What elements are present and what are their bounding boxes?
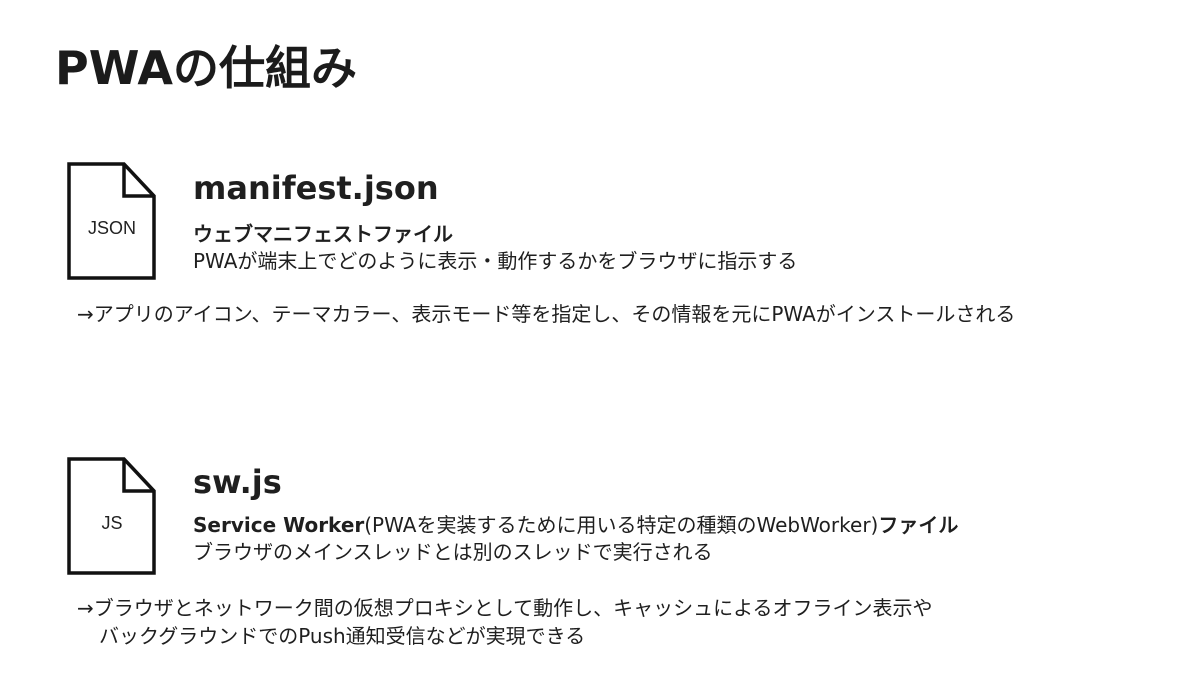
page-title: PWAの仕組み — [55, 41, 357, 95]
file-kind-prefix: Service Worker — [193, 513, 365, 537]
document-outline-icon — [67, 162, 156, 280]
file-kind-suffix: ファイル — [878, 513, 959, 537]
file-kind-detail: (PWAを実装するために用いる特定の種類のWebWorker) — [364, 513, 879, 537]
file-name-heading: sw.js — [193, 463, 282, 501]
file-description: ブラウザのメインスレッドとは別のスレッドで実行される — [193, 540, 713, 564]
file-type-label: JSON — [87, 218, 136, 238]
json-file-icon: JSON — [66, 162, 158, 282]
file-description: PWAが端末上でどのように表示・動作するかをブラウザに指示する — [193, 249, 798, 273]
file-note: →アプリのアイコン、テーマカラー、表示モード等を指定し、その情報を元にPWAがイ… — [77, 302, 1016, 326]
file-kind-label: ウェブマニフェストファイル — [193, 221, 453, 247]
file-kind-text: ウェブマニフェストファイル — [193, 222, 453, 246]
file-name-heading: manifest.json — [193, 169, 439, 207]
file-kind-label: Service Worker(PWAを実装するために用いる特定の種類のWebWo… — [193, 512, 958, 538]
file-type-label: JS — [101, 513, 123, 533]
document-outline-icon — [67, 457, 156, 575]
file-note-continuation: バックグラウンドでのPush通知受信などが実現できる — [99, 624, 586, 648]
file-note: →ブラウザとネットワーク間の仮想プロキシとして動作し、キャッシュによるオフライン… — [77, 596, 933, 620]
js-file-icon: JS — [66, 457, 158, 577]
